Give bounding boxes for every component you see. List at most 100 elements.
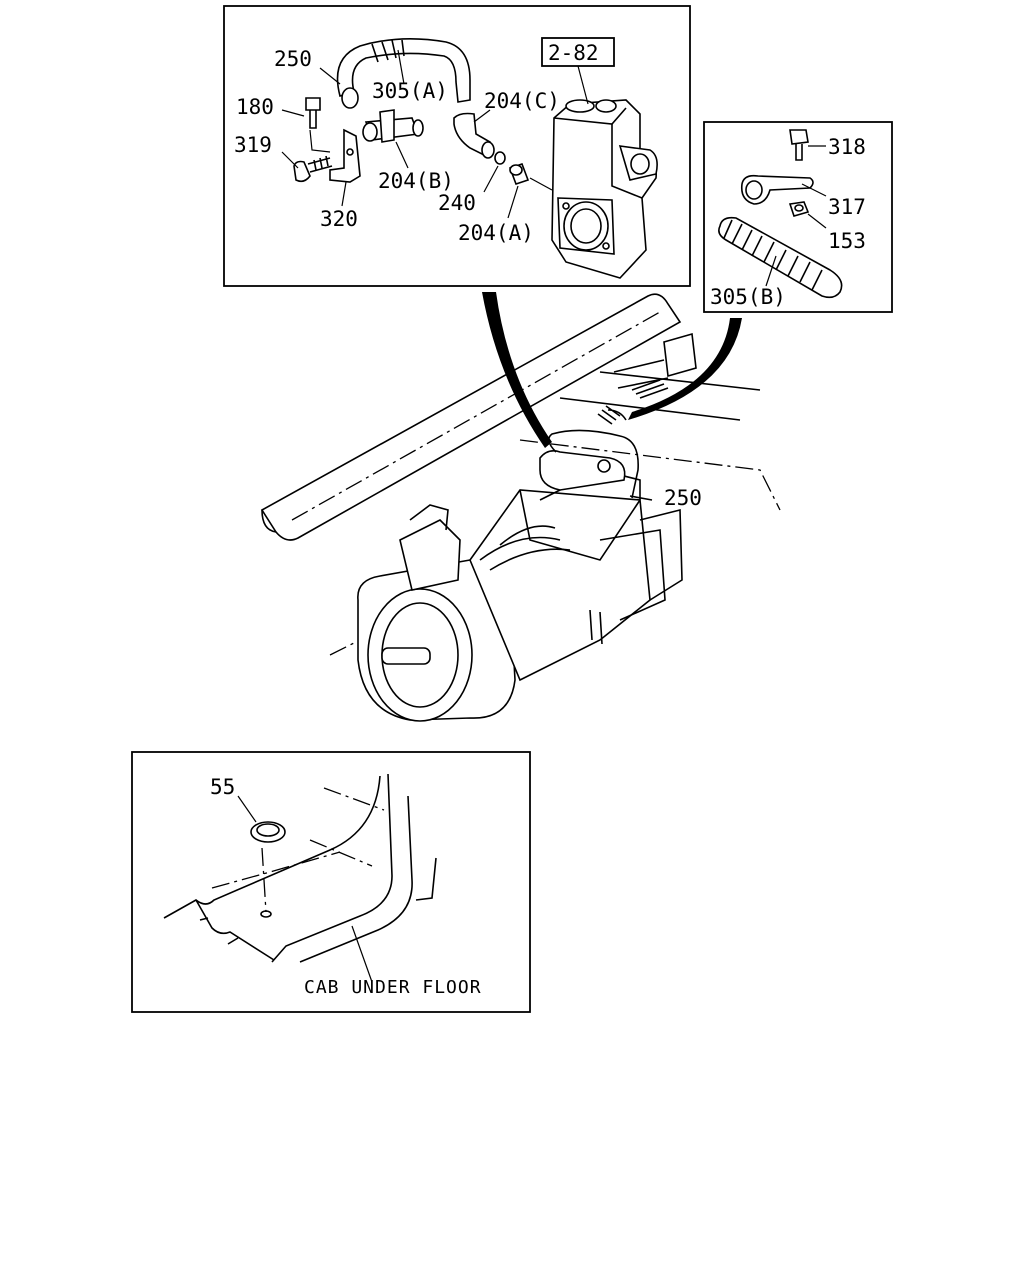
leader-305a — [397, 49, 405, 85]
valve-boss-hole — [630, 153, 650, 175]
label-2-82: 2-82 — [548, 41, 599, 65]
floor-pillar-foot — [415, 857, 437, 901]
label-318: 318 — [828, 135, 866, 159]
tee-fitting-port — [362, 122, 378, 142]
leader-250-top — [319, 67, 341, 85]
bracket-320 — [329, 128, 361, 183]
leader-right-inset — [628, 318, 742, 420]
hose-305a-end — [341, 87, 359, 109]
plug-hole — [260, 910, 272, 918]
valve-top-port — [565, 99, 595, 113]
tee-fitting-stem — [379, 109, 395, 143]
label-305a: 305(A) — [372, 79, 448, 103]
bolt-180-axis — [309, 129, 331, 153]
bracket-box — [663, 332, 697, 378]
label-204b: 204(B) — [378, 169, 454, 193]
valve-flange — [557, 197, 615, 255]
label-204c: 204(C) — [484, 89, 560, 113]
leader-240 — [483, 165, 499, 193]
floor-pillar-inner — [271, 773, 393, 963]
leader-317 — [801, 183, 827, 197]
bolt-318-shank — [795, 144, 803, 161]
bolt-180-head — [305, 97, 321, 111]
clip-317-loop — [745, 180, 763, 200]
washer-240 — [494, 151, 506, 165]
input-shaft — [381, 647, 431, 665]
inset-top: 250 305(A) 180 319 204(B) 320 204(C) 240… — [223, 5, 691, 287]
bolt-319-thread — [307, 155, 333, 173]
main-transmission-view: 250 — [260, 292, 781, 722]
label-180: 180 — [236, 95, 274, 119]
valve-bore — [563, 201, 609, 251]
connector-204a-top — [509, 164, 523, 176]
bolt-318-head — [789, 129, 809, 145]
inset-cab-frame — [131, 751, 531, 1013]
floor-pillar-outer — [299, 795, 413, 963]
elbow-204c-end — [481, 141, 495, 159]
floor-line — [329, 609, 421, 656]
label-319: 319 — [234, 133, 272, 157]
label-204a: 204(A) — [458, 221, 534, 245]
leader-180 — [281, 109, 305, 117]
leader-153 — [807, 213, 827, 229]
label-55: 55 — [210, 775, 235, 799]
floor-tabs — [199, 917, 239, 945]
connector-axis — [529, 177, 553, 191]
hose-305a-ribs — [371, 39, 405, 63]
frame-rail-edge — [261, 509, 277, 533]
nut-153-hole — [794, 204, 804, 212]
cab-under-floor-caption: CAB UNDER FLOOR — [304, 977, 482, 998]
leader-55 — [237, 795, 257, 823]
leader-2-82 — [577, 65, 589, 105]
valve-body-side-edge — [611, 124, 643, 199]
leader-319 — [281, 151, 299, 169]
valve-bore-inner — [570, 208, 602, 244]
leader-320 — [341, 181, 347, 207]
floor-outline-left — [163, 775, 381, 919]
floor-outline-lower — [195, 899, 275, 961]
leader-204a — [507, 185, 519, 219]
side-cover — [399, 519, 461, 591]
leader-204b — [395, 141, 409, 169]
ref-box-2-82 — [541, 37, 615, 67]
frame-centerline — [291, 311, 661, 521]
plug-55 — [250, 821, 286, 843]
label-153: 153 — [828, 229, 866, 253]
floor-hidden-line-top — [323, 787, 385, 811]
air-lines — [479, 525, 571, 571]
bracket-320-hole — [346, 148, 354, 156]
label-250-main: 250 — [664, 486, 702, 510]
valve-flange-hole — [562, 202, 570, 210]
valve-flange-hole-2 — [602, 242, 610, 250]
hose-305b-route — [597, 405, 627, 425]
plug-55-inner — [256, 823, 280, 837]
hose-305a — [336, 38, 471, 103]
label-250-top: 250 — [274, 47, 312, 71]
label-320: 320 — [320, 207, 358, 231]
side-cover-tab — [409, 504, 449, 531]
tee-fitting-port-right — [412, 119, 424, 137]
bracket-bolt-threads — [631, 379, 669, 399]
rear-bracket-outer — [639, 508, 683, 601]
nut-153 — [788, 201, 810, 217]
leader-305b — [765, 255, 777, 287]
leader-250-main — [629, 495, 653, 501]
boot-305b-ribs — [723, 219, 823, 291]
inset-right: 318 317 153 305(B) — [703, 121, 893, 313]
inset-cab-floor: 55 CAB UNDER FLOOR — [131, 751, 531, 1013]
leader-cab-caption — [351, 925, 373, 983]
bolt-180-shank — [309, 110, 317, 129]
rear-bracket — [599, 529, 666, 621]
shift-unit — [539, 450, 626, 491]
floor-hidden-line — [211, 851, 341, 889]
valve-top-port-2 — [595, 99, 617, 113]
valve-boss — [618, 145, 658, 181]
leader-204c — [473, 109, 491, 123]
label-305b: 305(B) — [710, 285, 786, 309]
bolt-319-head — [293, 160, 311, 183]
leader-top-inset — [482, 292, 552, 448]
label-317: 317 — [828, 195, 866, 219]
boot-305b — [718, 216, 843, 299]
shift-unit-port — [597, 459, 611, 473]
